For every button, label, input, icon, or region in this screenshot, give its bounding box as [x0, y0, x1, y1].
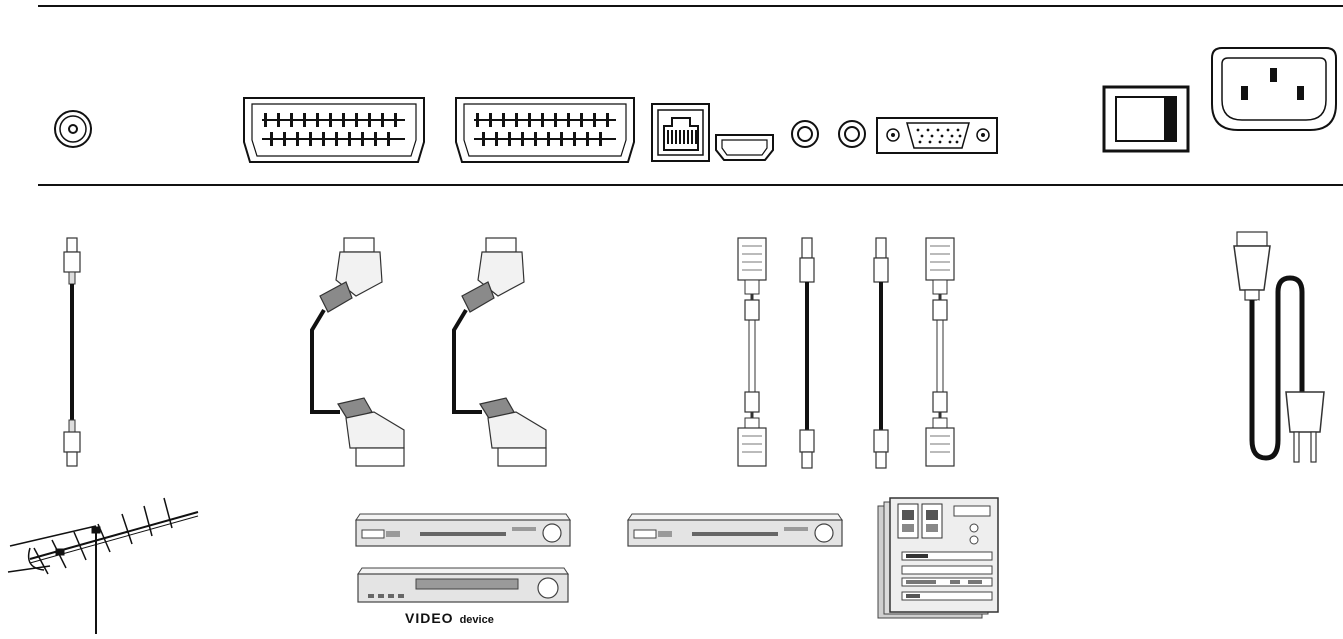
vcr-device-icon: [357, 567, 569, 603]
scart-cable-icon: [310, 237, 405, 467]
power-cord-icon: [1233, 231, 1325, 463]
scart-port-icon: [455, 97, 635, 163]
vga-cable-icon: [737, 237, 767, 467]
video-label-main: VIDEO: [405, 610, 454, 626]
iec-inlet-icon: [1211, 47, 1337, 131]
scart-cable-icon: [452, 237, 547, 467]
vga-cable-icon: [925, 237, 955, 467]
audio-cable-icon: [873, 237, 889, 469]
rj45-port-icon: [651, 103, 710, 162]
audio-jack-icon: [838, 120, 866, 148]
pc-board-icon: [877, 497, 999, 619]
coax-port-icon: [54, 110, 92, 148]
scart-port-icon: [243, 97, 425, 163]
dvd-player-icon: [627, 513, 843, 547]
rf-cable-icon: [63, 237, 81, 467]
tv-antenna-icon: [7, 497, 199, 634]
video-label-sub: device: [459, 614, 494, 626]
audio-cable-icon: [799, 237, 815, 469]
rocker-switch-icon: [1102, 85, 1190, 153]
video-device-label: VIDEO device: [405, 610, 494, 626]
hdmi-port-icon: [715, 134, 774, 161]
vga-port-icon: [876, 117, 998, 154]
dvd-player-icon: [355, 513, 571, 547]
audio-jack-icon: [791, 120, 819, 148]
